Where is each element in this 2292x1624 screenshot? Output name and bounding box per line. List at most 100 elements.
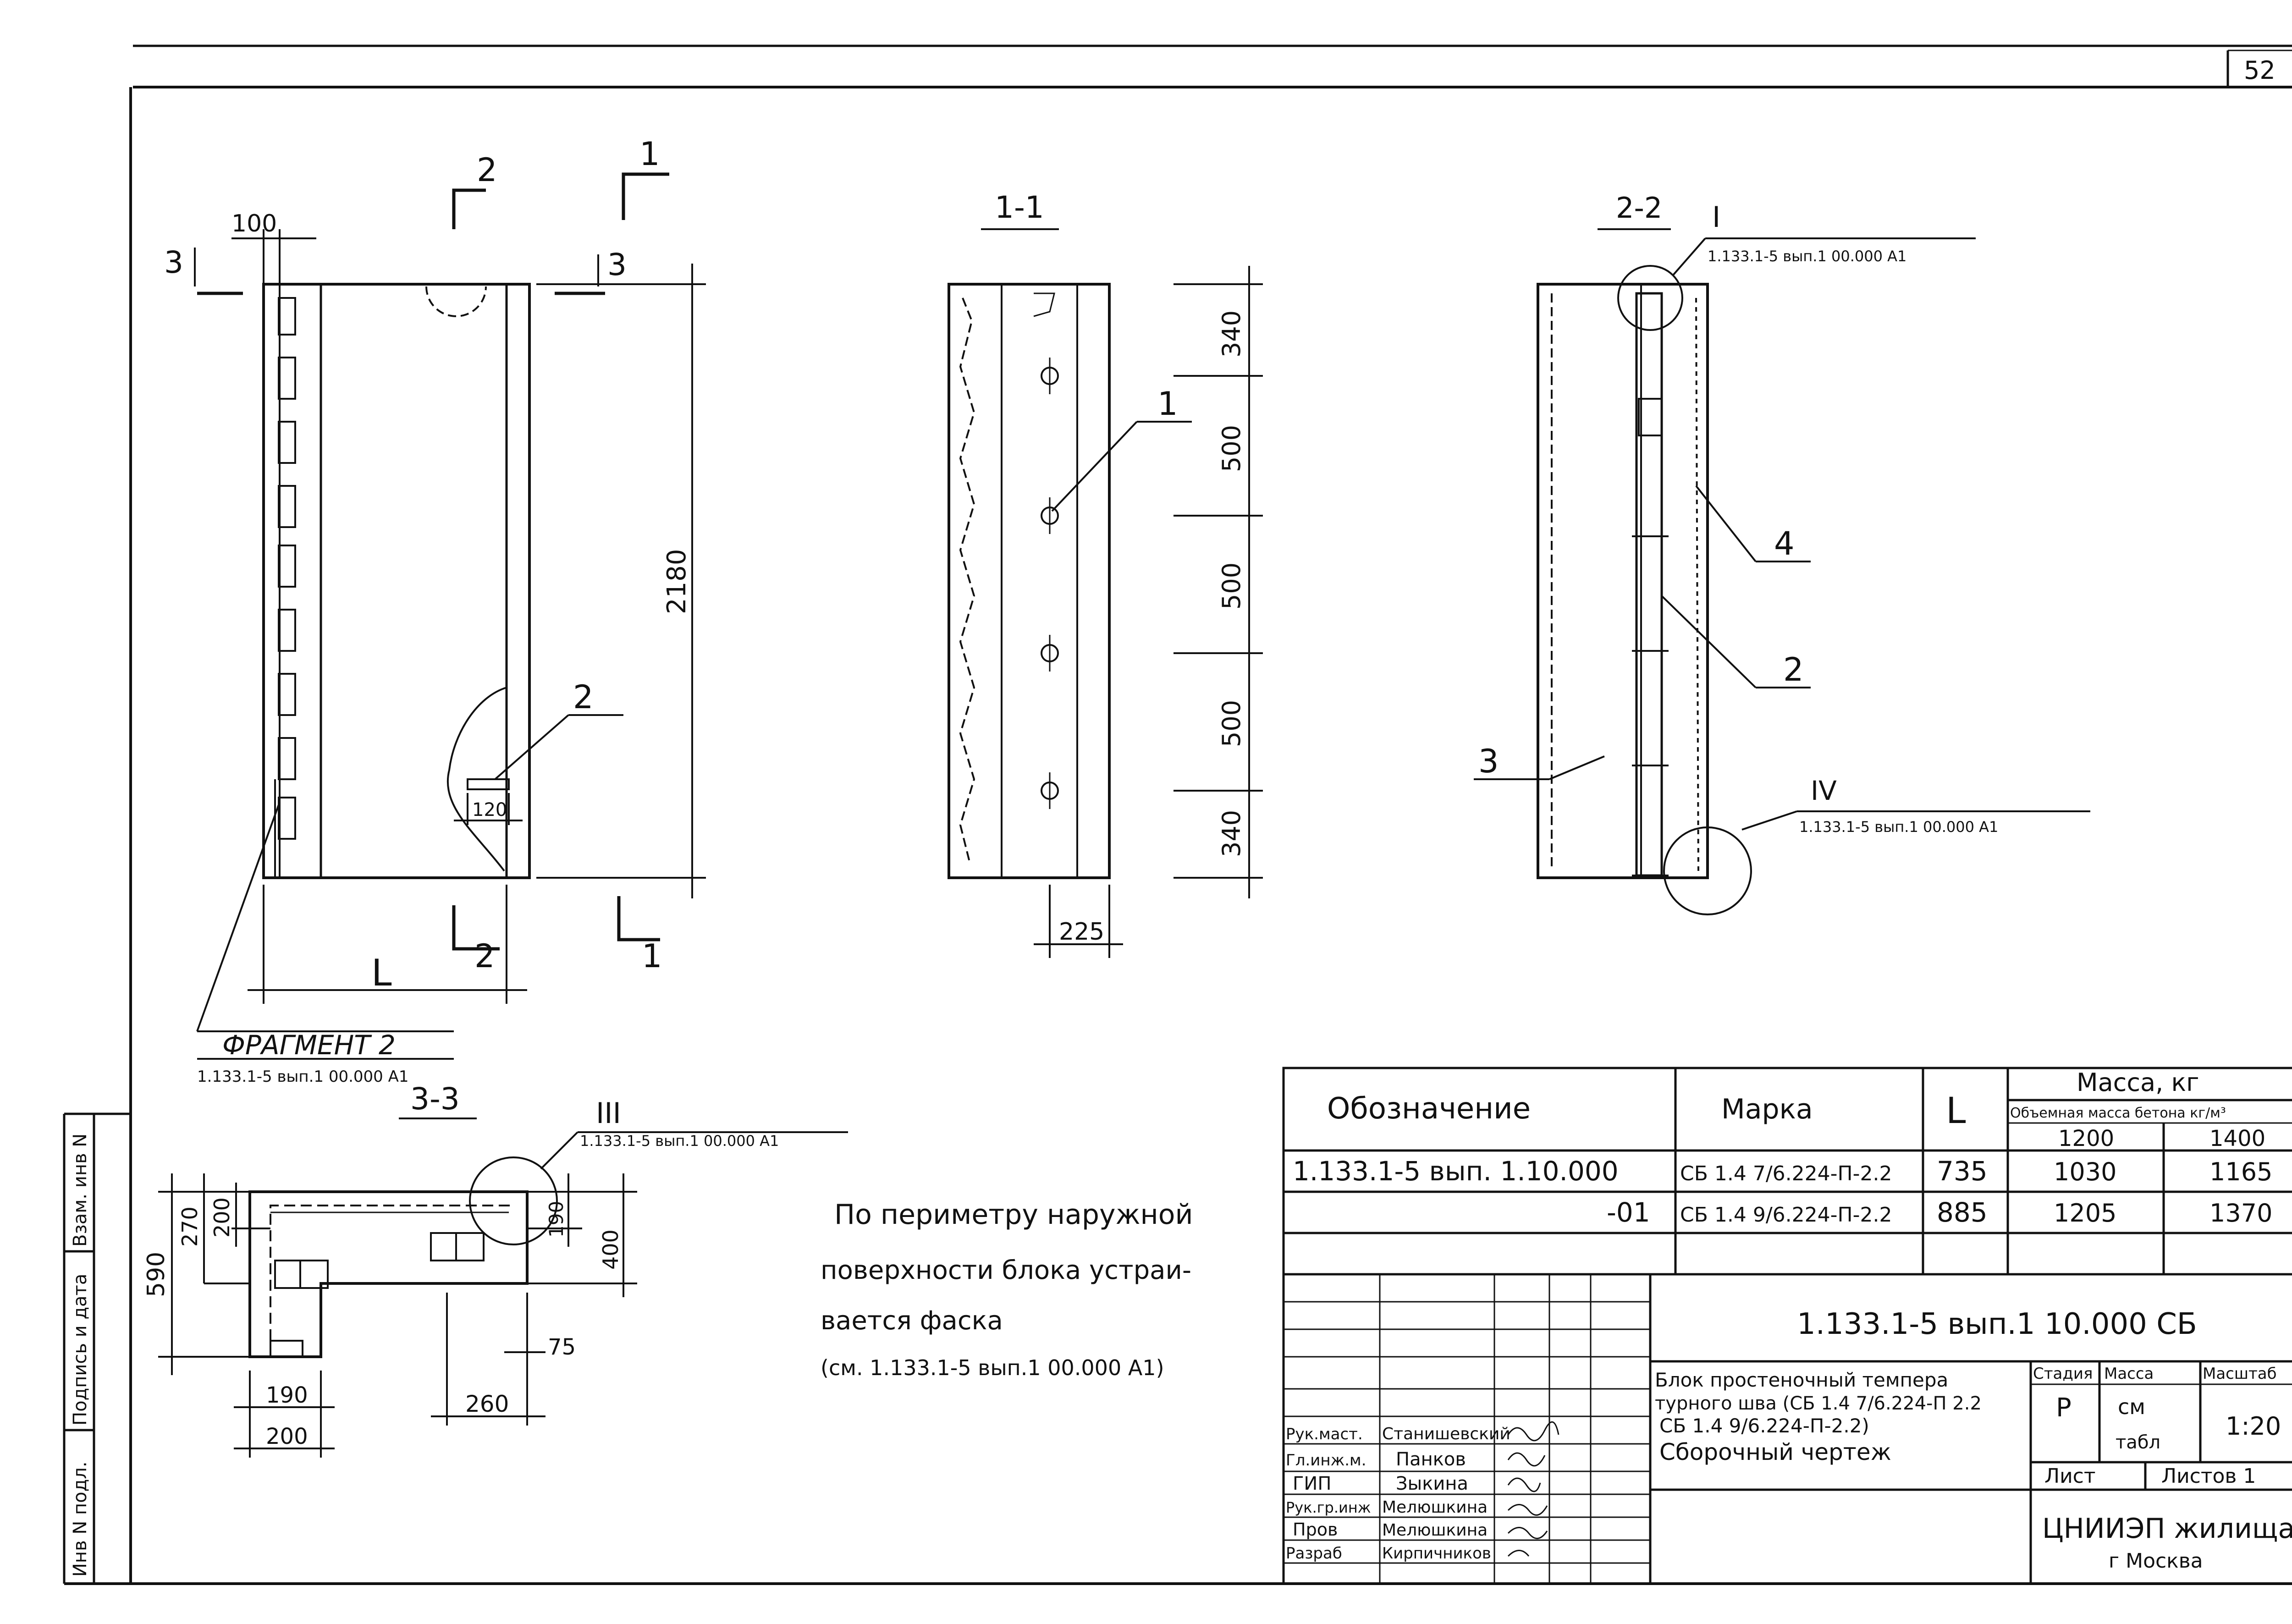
person-4-name: Мелюшкина xyxy=(1382,1498,1488,1517)
title-mass-2: табл xyxy=(2116,1432,2160,1453)
node-III-label: III xyxy=(596,1096,621,1130)
person-1-role: Рук.маст. xyxy=(1286,1425,1363,1443)
person-2-name: Панков xyxy=(1396,1449,1466,1470)
note-line-3: вается фаска xyxy=(821,1306,1003,1336)
note-line-4: (см. 1.133.1-5 вып.1 00.000 А1) xyxy=(821,1355,1164,1380)
section-markers xyxy=(194,172,669,951)
person-3-role: ГИП xyxy=(1293,1473,1331,1494)
left-strip xyxy=(63,1112,131,1584)
sheet-number: 52 xyxy=(2244,56,2275,85)
dim-1-1-d: 500 xyxy=(1217,700,1246,747)
note-line-1: По периметру наружной xyxy=(834,1199,1193,1231)
dim-height-2180: 2180 xyxy=(662,549,692,614)
callout-2-section: 2 xyxy=(1783,651,1804,688)
section-2-2-view xyxy=(1474,237,2090,915)
person-5-role: Пров xyxy=(1293,1519,1338,1540)
dim-3-3-w75: 75 xyxy=(548,1334,576,1360)
callout-4: 4 xyxy=(1774,525,1795,562)
title-name-3: СБ 1.4 9/6.224-П-2.2) xyxy=(1659,1415,1869,1437)
section-3-left-label: 3 xyxy=(164,245,183,280)
person-1-name: Станишевский xyxy=(1382,1425,1510,1443)
elevation-view xyxy=(196,283,531,1032)
spec-header-density: Объемная масса бетона кг/м³ xyxy=(2010,1105,2226,1121)
title-stage: Р xyxy=(2056,1393,2072,1423)
title-scale-header: Масштаб xyxy=(2203,1365,2277,1383)
title-scale: 1:20 xyxy=(2226,1412,2281,1441)
dim-1-1-a: 340 xyxy=(1217,310,1246,358)
spec-row-1-m2: 1165 xyxy=(2209,1157,2272,1186)
callout-3: 3 xyxy=(1478,743,1499,780)
fragment-ref: 1.133.1-5 вып.1 00.000 А1 xyxy=(197,1068,409,1086)
title-city: г Москва xyxy=(2109,1549,2203,1573)
title-name-4: Сборочный чертеж xyxy=(1659,1439,1891,1465)
section-3-right-label: 3 xyxy=(607,247,627,282)
dim-1-1-width: 225 xyxy=(1059,918,1104,946)
title-sheet-label: Лист xyxy=(2044,1464,2096,1488)
spec-table-grid xyxy=(1282,1067,2292,1276)
spec-row-1-designation: 1.133.1-5 вып. 1.10.000 xyxy=(1293,1156,1619,1187)
spec-header-mark: Марка xyxy=(1721,1093,1813,1125)
spec-row-2-m2: 1370 xyxy=(2209,1199,2272,1228)
spec-header-d2: 1400 xyxy=(2209,1126,2265,1151)
dim-3-3-w260: 260 xyxy=(465,1391,509,1417)
spec-row-1-length: 735 xyxy=(1937,1156,1988,1187)
title-name-1: Блок простеночный темпера xyxy=(1655,1369,1948,1391)
strip-label-signature: Подпись и дата xyxy=(70,1274,91,1426)
spec-row-1-mark: СБ 1.4 7/6.224-П-2.2 xyxy=(1680,1162,1892,1185)
node-I-ref: 1.133.1-5 вып.1 00.000 А1 xyxy=(1708,248,1906,265)
section-2-top-label: 2 xyxy=(477,151,497,189)
title-name-2: турного шва (СБ 1.4 7/6.224-П 2.2 xyxy=(1655,1393,1982,1414)
dim-top-100: 100 xyxy=(231,210,277,237)
strip-label-inventory: Инв N подл. xyxy=(70,1461,91,1577)
section-3-3-title: 3-3 xyxy=(410,1081,460,1117)
dim-3-3-400: 400 xyxy=(598,1229,623,1270)
spec-header-d1: 1200 xyxy=(2058,1126,2114,1151)
person-5-name: Мелюшкина xyxy=(1382,1521,1488,1540)
dim-1-1-b: 500 xyxy=(1217,425,1246,472)
spec-header-designation: Обозначение xyxy=(1327,1092,1531,1126)
node-III-ref: 1.133.1-5 вып.1 00.000 А1 xyxy=(580,1132,779,1150)
title-org: ЦНИИЭП жилища xyxy=(2042,1513,2292,1545)
spec-row-2-designation: -01 xyxy=(1607,1197,1650,1228)
section-1-bottom-label: 1 xyxy=(642,937,662,975)
section-1-1-callout: 1 xyxy=(1157,385,1178,423)
signatures xyxy=(1507,1421,1559,1557)
title-sheets-label: Листов 1 xyxy=(2161,1464,2256,1488)
title-block-grid xyxy=(1282,1274,2292,1584)
note-block: По периметру наружной поверхности блока … xyxy=(821,1199,1193,1380)
section-1-1-title: 1-1 xyxy=(995,190,1044,225)
section-1-1-view xyxy=(948,283,1192,879)
section-2-2-title: 2-2 xyxy=(1616,191,1662,225)
dim-3-3-270: 270 xyxy=(177,1206,202,1247)
section-3-3-dims xyxy=(158,1173,637,1458)
strip-label-replace: Взам. инв N xyxy=(70,1134,91,1247)
dim-1-1-c: 500 xyxy=(1217,562,1246,610)
fragment-title: ФРАГМЕНТ 2 xyxy=(222,1029,396,1061)
title-stage-header: Стадия xyxy=(2033,1365,2093,1383)
dim-3-3-w190: 190 xyxy=(266,1382,308,1408)
spec-row-2-mark: СБ 1.4 9/6.224-П-2.2 xyxy=(1680,1203,1892,1227)
node-IV-label: IV xyxy=(1811,775,1837,806)
person-3-name: Зыкина xyxy=(1396,1473,1468,1494)
dim-3-3-200: 200 xyxy=(209,1197,234,1238)
callout-2-elevation: 2 xyxy=(573,678,594,716)
title-mass-header: Масса xyxy=(2104,1365,2154,1383)
dim-length-L: L xyxy=(371,952,392,994)
sheet-frame xyxy=(64,44,2292,1585)
dim-1-1-e: 340 xyxy=(1217,810,1246,857)
node-I-label: I xyxy=(1712,200,1720,234)
section-1-top-label: 1 xyxy=(639,135,660,173)
person-6-role: Разраб xyxy=(1286,1544,1342,1563)
section-1-1-dims xyxy=(1034,266,1263,958)
spec-row-1-m1: 1030 xyxy=(2054,1157,2116,1186)
section-3-3-view xyxy=(248,1131,848,1358)
person-6-name: Кирпичников xyxy=(1382,1544,1491,1563)
elevation-dimensions xyxy=(231,229,706,1004)
title-mass-1: см xyxy=(2118,1394,2145,1419)
title-code: 1.133.1-5 вып.1 10.000 СБ xyxy=(1797,1307,2197,1341)
dim-3-3-w200: 200 xyxy=(266,1424,308,1449)
spec-header-mass: Масса, кг xyxy=(2077,1068,2199,1097)
dim-3-3-590: 590 xyxy=(143,1252,170,1297)
node-IV-ref: 1.133.1-5 вып.1 00.000 А1 xyxy=(1799,818,1998,836)
